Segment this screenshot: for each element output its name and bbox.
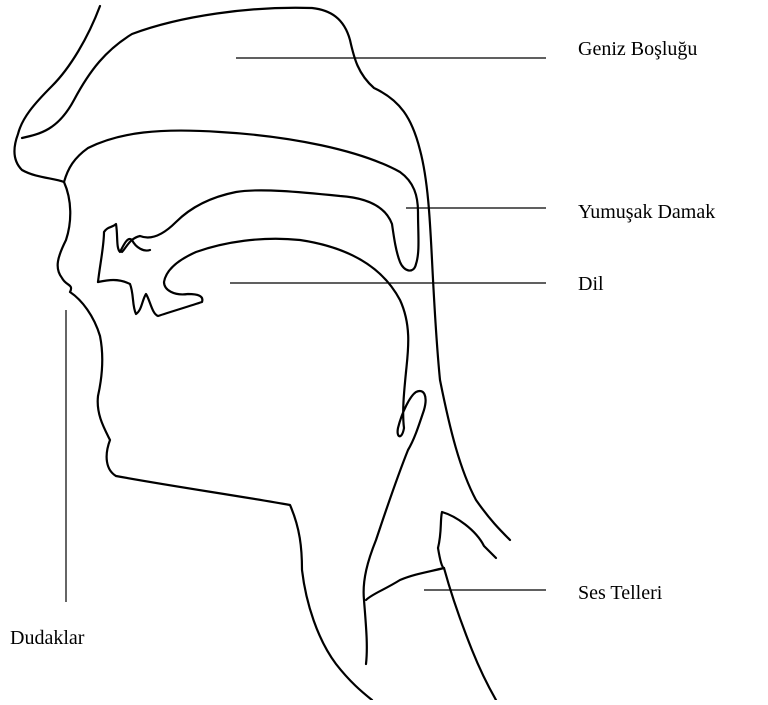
larynx-inner-outline [438,548,444,568]
tongue-label: Dil [578,273,604,295]
upper-teeth-outline [98,224,150,282]
tongue-outline [98,239,408,372]
soft-palate-label: Yumuşak Damak [578,201,715,223]
nasal-cavity-label: Geniz Boşluğu [578,38,697,60]
nasal-cavity-outline [22,8,510,540]
pharynx-outline [364,372,426,664]
hard-palate-outline [64,131,419,271]
epiglottis-outline [438,512,496,558]
vocal-cords-outline [366,568,496,700]
vocal-cords-label: Ses Telleri [578,582,663,604]
lips-label: Dudaklar [10,627,85,649]
